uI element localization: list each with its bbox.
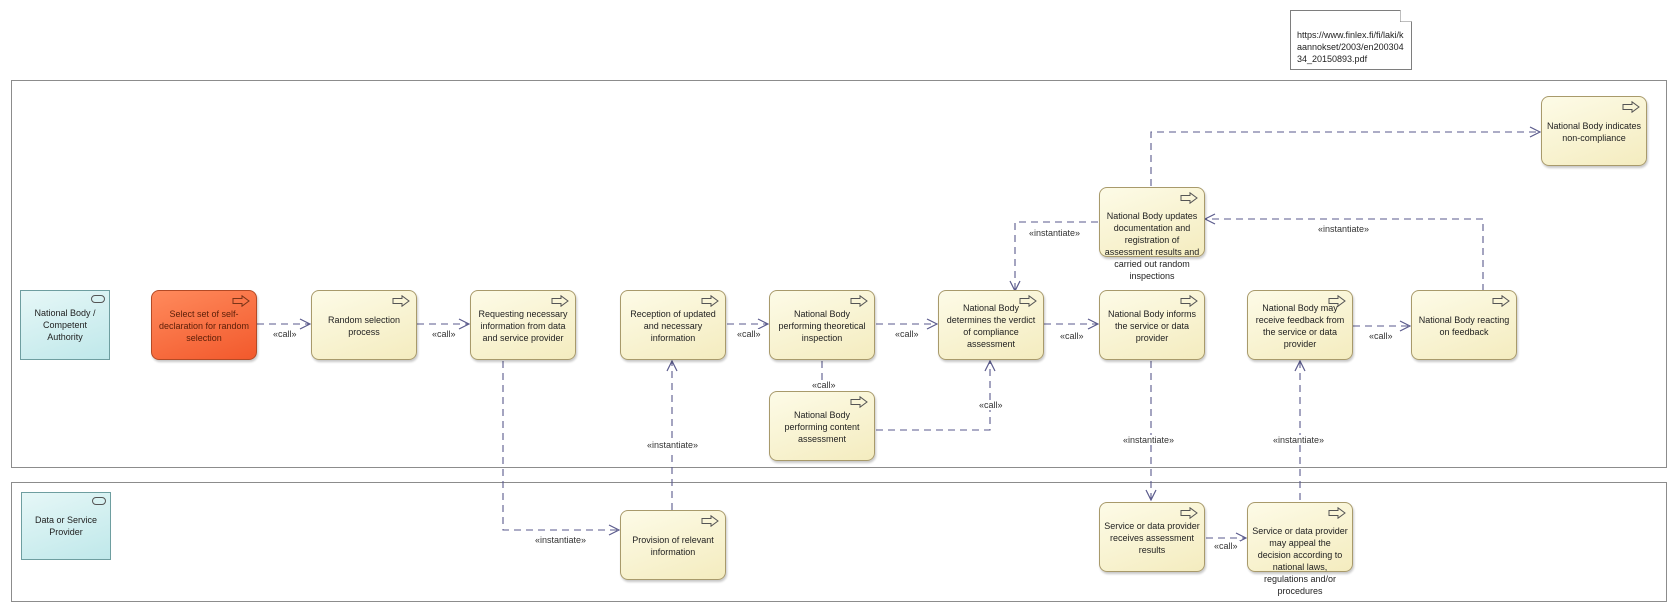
label-instantiate: «instantiate»	[1121, 435, 1177, 445]
process-label: National Body may receive feedback from …	[1255, 303, 1345, 349]
process-content-assessment[interactable]: National Body performing content assessm…	[769, 391, 875, 461]
process-may-receive-feedback[interactable]: National Body may receive feedback from …	[1247, 290, 1353, 360]
label-instantiate: «instantiate»	[645, 440, 701, 450]
process-arrow-icon	[850, 396, 868, 408]
process-arrow-icon	[701, 515, 719, 527]
process-receives-results[interactable]: Service or data provider receives assess…	[1099, 502, 1205, 572]
lane-national-body	[11, 80, 1667, 468]
edge-updates-to-noncompliance	[1150, 132, 1540, 186]
label-call: «call»	[893, 329, 921, 339]
actor-icon	[92, 497, 106, 505]
process-provision-info[interactable]: Provision of relevant information	[620, 510, 726, 580]
process-label: National Body updates documentation and …	[1104, 211, 1200, 281]
process-label: National Body performing content assessm…	[784, 410, 860, 444]
process-label: Service or data provider receives assess…	[1104, 521, 1200, 555]
process-arrow-icon	[1180, 295, 1198, 307]
label-call: «call»	[430, 329, 458, 339]
note-text: https://www.finlex.fi/fi/laki/kaannokset…	[1297, 30, 1404, 64]
process-label: Requesting necessary information from da…	[478, 309, 568, 343]
process-select-set[interactable]: Select set of self-declaration for rando…	[151, 290, 257, 360]
process-arrow-icon	[1492, 295, 1510, 307]
actor-icon	[91, 295, 105, 303]
process-label: National Body informs the service or dat…	[1107, 309, 1197, 343]
process-theoretical-inspection[interactable]: National Body performing theoretical ins…	[769, 290, 875, 360]
label-call: «call»	[810, 380, 838, 390]
process-indicates-noncompliance[interactable]: National Body indicates non-compliance	[1541, 96, 1647, 166]
label-instantiate: «instantiate»	[1027, 228, 1083, 238]
label-call: «call»	[735, 329, 763, 339]
actor-provider[interactable]: Data or Service Provider	[21, 492, 111, 560]
label-instantiate: «instantiate»	[1271, 435, 1327, 445]
process-label: Random selection process	[327, 315, 401, 337]
process-determines-verdict[interactable]: National Body determines the verdict of …	[938, 290, 1044, 360]
process-arrow-icon	[1180, 507, 1198, 519]
actor-national-body[interactable]: National Body / Competent Authority	[20, 290, 110, 360]
label-call: «call»	[1058, 331, 1086, 341]
process-label: National Body reacting on feedback	[1418, 315, 1510, 337]
process-label: National Body performing theoretical ins…	[778, 309, 866, 343]
process-arrow-icon	[232, 295, 250, 307]
process-may-appeal[interactable]: Service or data provider may appeal the …	[1247, 502, 1353, 596]
process-label: Provision of relevant information	[632, 535, 714, 557]
label-instantiate: «instantiate»	[533, 535, 589, 545]
process-arrow-icon	[1180, 192, 1198, 204]
edge-requesting-to-provision	[502, 361, 619, 530]
process-label: Service or data provider may appeal the …	[1252, 526, 1348, 596]
actor-national-body-label: National Body / Competent Authority	[34, 308, 96, 342]
process-updates-documentation[interactable]: National Body updates documentation and …	[1099, 187, 1205, 281]
label-call: «call»	[271, 329, 299, 339]
process-random-selection[interactable]: Random selection process	[311, 290, 417, 360]
edge-updates-to-verdict	[1015, 221, 1098, 291]
process-informs-provider[interactable]: National Body informs the service or dat…	[1099, 290, 1205, 360]
process-label: National Body indicates non-compliance	[1546, 121, 1642, 143]
process-arrow-icon	[1622, 101, 1640, 113]
process-arrow-icon	[1328, 295, 1346, 307]
process-requesting-info[interactable]: Requesting necessary information from da…	[470, 290, 576, 360]
actor-provider-label: Data or Service Provider	[34, 515, 98, 537]
process-label: Reception of updated and necessary infor…	[630, 309, 716, 343]
note-fold-icon	[1400, 10, 1412, 22]
lane-provider	[11, 482, 1667, 602]
process-reacting-feedback[interactable]: National Body reacting on feedback	[1411, 290, 1517, 360]
process-label: National Body determines the verdict of …	[946, 303, 1036, 349]
process-arrow-icon	[551, 295, 569, 307]
process-label: Select set of self-declaration for rando…	[158, 309, 250, 343]
label-instantiate: «instantiate»	[1316, 224, 1372, 234]
label-call: «call»	[977, 400, 1005, 410]
process-arrow-icon	[1019, 295, 1037, 307]
process-arrow-icon	[850, 295, 868, 307]
process-reception-info[interactable]: Reception of updated and necessary infor…	[620, 290, 726, 360]
edge-reacting-to-updates	[1205, 219, 1484, 291]
process-arrow-icon	[392, 295, 410, 307]
process-arrow-icon	[701, 295, 719, 307]
label-call: «call»	[1367, 331, 1395, 341]
reference-note: https://www.finlex.fi/fi/laki/kaannokset…	[1290, 10, 1412, 70]
edge-content-to-verdict	[876, 361, 990, 431]
process-arrow-icon	[1328, 507, 1346, 519]
label-call: «call»	[1212, 541, 1240, 551]
